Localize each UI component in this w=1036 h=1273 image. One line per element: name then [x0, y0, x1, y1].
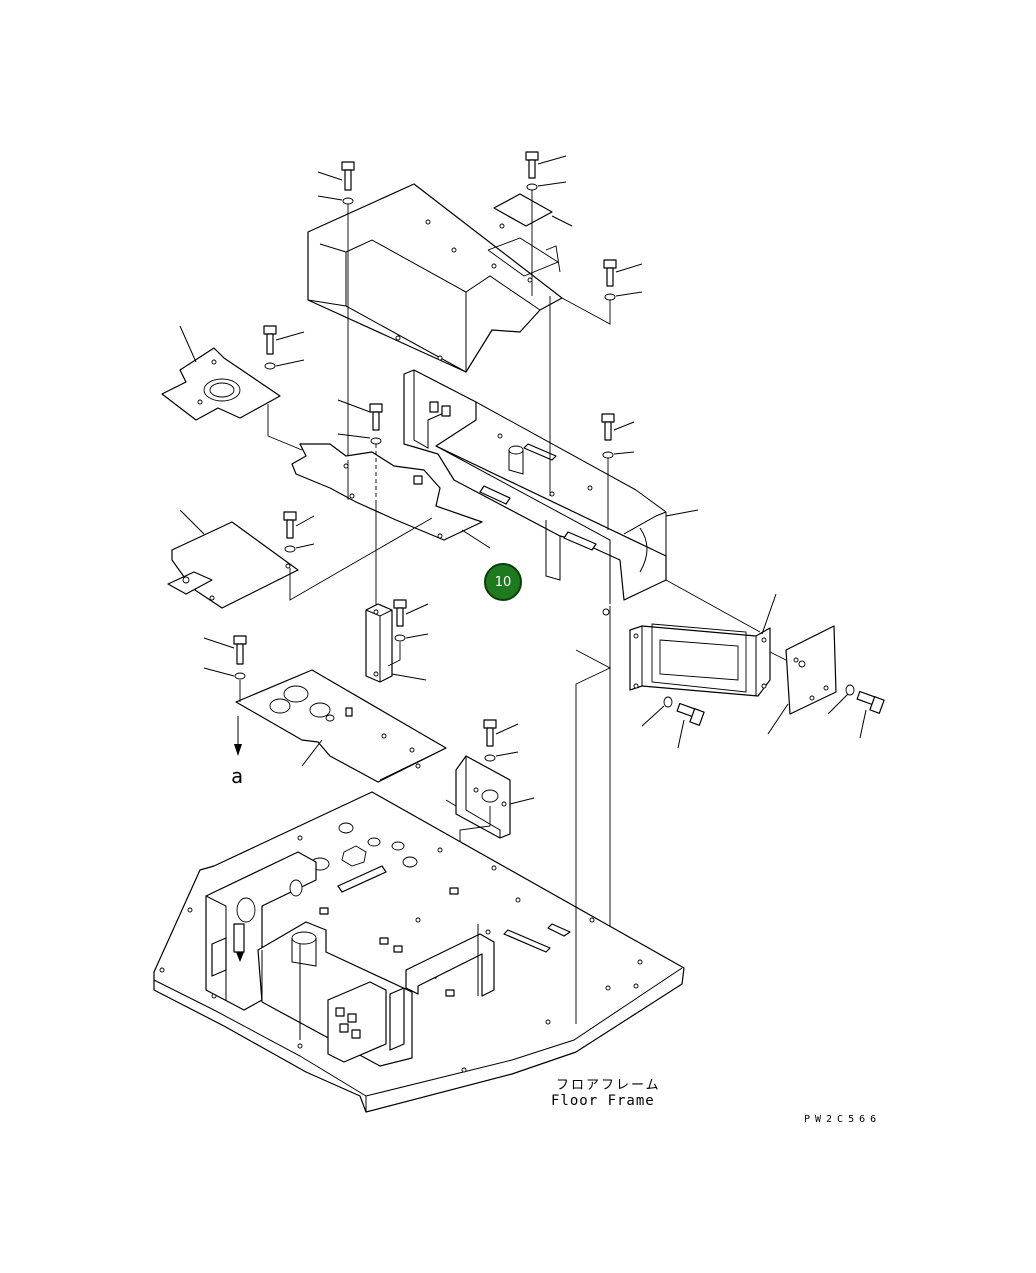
- bolt-washer-set-column: [387, 599, 429, 667]
- bolt-washer-set-console: [549, 300, 635, 496]
- small-bracket: [445, 755, 535, 854]
- drawing-code: PW2C566: [804, 1114, 882, 1125]
- arrow-to-a: [234, 716, 242, 756]
- side-bracket: [609, 579, 777, 1000]
- bolt-washer-set-cover-side: [561, 259, 643, 325]
- bolt-washer-set-middle: [337, 399, 383, 606]
- bolt-washer-set-lower-plate: [203, 635, 247, 702]
- bolt-washer-set-top-right: [493, 151, 573, 296]
- callout-10[interactable]: 10: [484, 563, 522, 601]
- bolt-washer-set-left-lower: [283, 511, 315, 553]
- lower-plate: [235, 669, 447, 783]
- top-cover: [307, 183, 563, 373]
- left-upper-plate: [161, 325, 303, 451]
- bolt-washer-set-bracket: [483, 719, 519, 762]
- left-lower-plate: [167, 509, 433, 609]
- side-plate: [767, 625, 837, 735]
- floor-frame: [153, 649, 685, 1113]
- bolt-washer-set-side: [641, 651, 885, 749]
- bolt-washer-set-left-upper: [263, 325, 305, 370]
- floor-frame-label-en: Floor Frame: [551, 1093, 655, 1109]
- reference-a: a: [231, 764, 244, 788]
- bolt-washer-set-top-left: [317, 161, 355, 460]
- assembly-guide-lines: [347, 296, 609, 530]
- middle-plate: [291, 443, 491, 549]
- column-support: [365, 603, 427, 683]
- floor-frame-label-jp: フロアフレーム: [556, 1078, 661, 1093]
- console-frame: [403, 369, 699, 616]
